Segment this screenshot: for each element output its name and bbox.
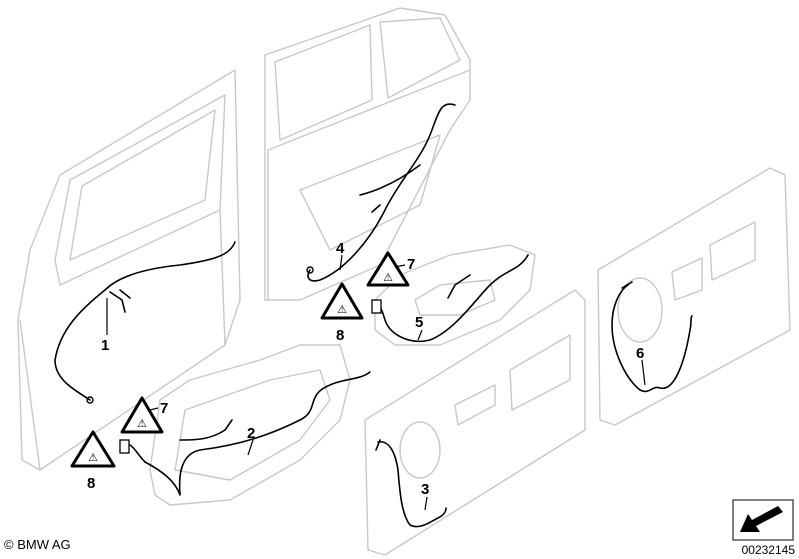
callout-5: 5	[415, 314, 423, 331]
callout-8-lower: 8	[87, 475, 95, 492]
diagram-number: 00232145	[741, 543, 795, 557]
rear-door-card-outline	[597, 167, 791, 426]
svg-text:⚠: ⚠	[337, 304, 347, 316]
callout-8-upper: 8	[336, 327, 344, 344]
copyright-text: © BMW AG	[4, 537, 71, 552]
orientation-arrow-icon	[732, 499, 794, 541]
front-door-outline	[17, 69, 241, 471]
callout-3: 3	[421, 481, 429, 498]
leader-lines	[106, 254, 646, 511]
warning-triangle-8-lower: ⚠	[70, 430, 116, 468]
svg-text:⚠: ⚠	[88, 452, 98, 464]
callout-4: 4	[336, 240, 345, 257]
callout-6: 6	[636, 345, 644, 362]
cable-part-2	[119, 371, 371, 496]
cable-part-4	[306, 103, 456, 282]
cable-part-5	[371, 254, 529, 342]
callout-7-lower: 7	[160, 400, 168, 417]
warning-triangle-8-upper: ⚠	[320, 282, 364, 320]
callout-1: 1	[101, 337, 109, 354]
cable-part-6	[611, 281, 693, 393]
rear-door-trim-outline	[374, 244, 536, 346]
svg-text:⚠: ⚠	[137, 418, 147, 430]
callout-2: 2	[247, 425, 255, 442]
cable-part-3	[375, 439, 447, 528]
svg-text:⚠: ⚠	[383, 272, 393, 284]
warning-triangle-7-upper: ⚠	[366, 251, 410, 287]
cable-part-1	[54, 241, 236, 404]
front-door-card-outline	[364, 289, 586, 556]
rear-door-outline	[264, 7, 471, 301]
warning-triangle-7-lower: ⚠	[120, 396, 164, 434]
callout-7-upper: 7	[407, 256, 415, 273]
